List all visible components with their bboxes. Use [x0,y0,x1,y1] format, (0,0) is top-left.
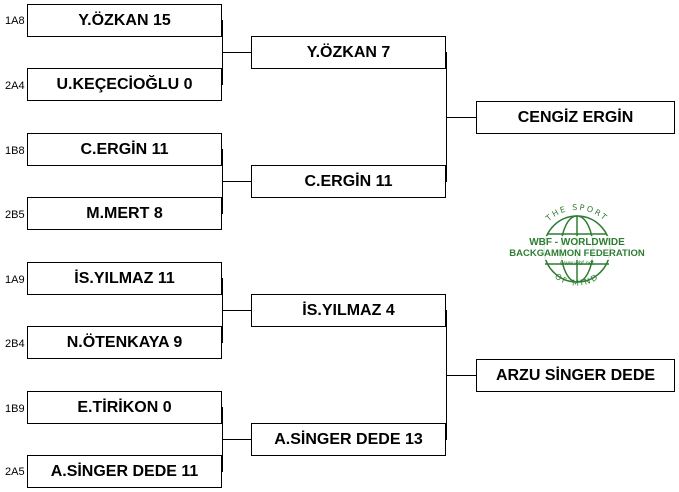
seed-label: 1A8 [5,15,25,27]
bracket-connector [222,439,251,440]
seed-label: 1B8 [5,145,25,157]
round2-player-box: C.ERGİN 11 [251,165,446,198]
bracket-connector [222,181,251,182]
round3-player-box: CENGİZ ERGİN [476,101,675,134]
seed-label: 2A5 [5,466,25,478]
svg-text:WBF - WORLDWIDE: WBF - WORLDWIDE [529,237,625,248]
bracket-connector [446,375,476,376]
round1-player-box: U.KEÇECİOĞLU 0 [27,68,222,101]
bracket-connector [222,310,251,311]
player-name: U.KEÇECİOĞLU 0 [56,75,193,93]
bracket-connector [222,52,251,53]
globe-icon: THE SPORT OF MIND WBF - WORLDWIDE BACKGA… [505,203,649,288]
round2-player-box: İS.YILMAZ 4 [251,294,446,327]
round2-player-box: Y.ÖZKAN 7 [251,36,446,69]
seed-label: 2B5 [5,209,25,221]
player-name: İS.YILMAZ 4 [302,301,395,319]
round1-player-box: M.MERT 8 [27,197,222,230]
seed-label: 1A9 [5,274,25,286]
player-name: A.SİNGER DEDE 13 [274,430,423,448]
player-name: N.ÖTENKAYA 9 [66,333,183,351]
player-name: E.TİRİKON 0 [77,398,172,416]
round1-player-box: İS.YILMAZ 11 [27,262,222,295]
player-name: M.MERT 8 [86,204,163,222]
player-name: A.SİNGER DEDE 11 [50,462,199,480]
player-name: C.ERGİN 11 [80,140,169,158]
round2-player-box: A.SİNGER DEDE 13 [251,423,446,456]
svg-text:BACKGAMMON FEDERATION: BACKGAMMON FEDERATION [509,248,645,259]
player-name: İS.YILMAZ 11 [74,269,175,287]
seed-label: 2B4 [5,338,25,350]
wbf-logo: THE SPORT OF MIND WBF - WORLDWIDE BACKGA… [497,198,657,298]
svg-text:www.wbf.net: www.wbf.net [559,261,594,267]
player-name: Y.ÖZKAN 7 [306,43,391,61]
round3-player-box: ARZU SİNGER DEDE [476,359,675,392]
bracket-connector [446,117,476,118]
seed-label: 1B9 [5,403,25,415]
round1-player-box: C.ERGİN 11 [27,133,222,166]
seed-label: 2A4 [5,80,25,92]
round1-player-box: E.TİRİKON 0 [27,391,222,424]
player-name: Y.ÖZKAN 15 [78,11,171,29]
round1-player-box: N.ÖTENKAYA 9 [27,326,222,359]
round1-player-box: A.SİNGER DEDE 11 [27,455,222,488]
player-name: ARZU SİNGER DEDE [495,366,656,384]
round1-player-box: Y.ÖZKAN 15 [27,4,222,37]
player-name: C.ERGİN 11 [304,172,393,190]
player-name: CENGİZ ERGİN [517,108,634,126]
